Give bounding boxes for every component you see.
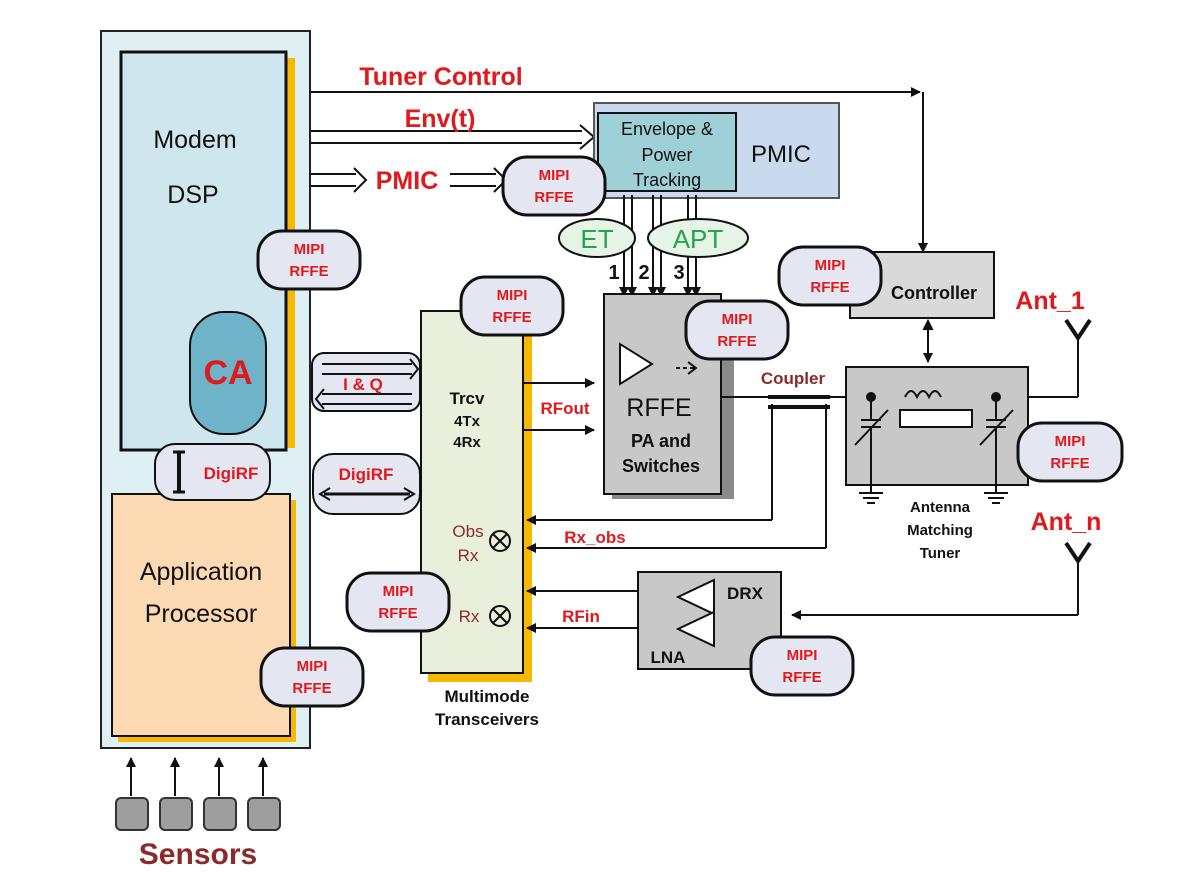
pmic-signal-label: PMIC — [376, 167, 439, 195]
digirf-right-bus — [318, 487, 416, 501]
sensor-1 — [115, 797, 149, 831]
svg-text:MIPI: MIPI — [539, 167, 570, 184]
svg-text:MIPI: MIPI — [294, 241, 325, 258]
mipi-rffe-badge-drx: MIPI RFFE — [749, 635, 855, 697]
mipi-rffe-badge-controller: MIPI RFFE — [777, 245, 883, 307]
rx-mixer-icon — [489, 605, 511, 627]
supply-num-1: 1 — [608, 262, 619, 284]
sensor-group — [115, 757, 281, 831]
rx-label: Rx — [459, 607, 480, 626]
trcv-label-line2: 4Tx — [454, 413, 481, 430]
antenna-n-icon — [1064, 541, 1092, 565]
svg-text:RFFE: RFFE — [1050, 455, 1089, 472]
svg-text:RFFE: RFFE — [492, 309, 531, 326]
multimode-label-line1: Multimode — [445, 687, 530, 706]
svg-text:MIPI: MIPI — [815, 257, 846, 274]
lna-icon-1 — [675, 578, 715, 616]
trcv-label-line1: Trcv — [450, 389, 486, 408]
svg-text:RFFE: RFFE — [292, 680, 331, 697]
mipi-rffe-badge-app: MIPI RFFE — [259, 646, 365, 708]
ground-icon-right — [984, 492, 1008, 504]
et-ellipse — [558, 218, 636, 258]
iq-bus — [311, 352, 421, 412]
pa-amplifier-icon — [619, 342, 654, 386]
env-label-line2: Power — [641, 145, 692, 165]
digirf-right-label: DigiRF — [339, 465, 394, 484]
sensors-label: Sensors — [139, 838, 257, 871]
antn-label: Ant_n — [1031, 508, 1102, 536]
rx-obs-label: Rx_obs — [564, 528, 625, 547]
apt-ellipse — [647, 218, 749, 258]
tuner-control-label: Tuner Control — [359, 63, 522, 91]
rfout-label: RFout — [540, 399, 589, 418]
trcv-label-line3: 4Rx — [453, 434, 481, 451]
tuner-label-line3: Tuner — [920, 545, 961, 562]
ca-block — [189, 311, 267, 435]
tuner-circuit — [854, 390, 1014, 492]
digirf-left-box — [154, 443, 271, 501]
svg-text:MIPI: MIPI — [1055, 433, 1086, 450]
envt-label: Env(t) — [405, 105, 476, 133]
rfin-label: RFin — [562, 607, 600, 626]
modem-label: Modem — [153, 126, 236, 154]
application-processor-block — [111, 493, 291, 737]
env-label-line3: Tracking — [633, 170, 701, 190]
svg-text:MIPI: MIPI — [383, 583, 414, 600]
digirf-right-box — [312, 453, 421, 515]
antenna-1-icon — [1064, 318, 1092, 342]
svg-text:MIPI: MIPI — [297, 658, 328, 675]
sensor-2 — [159, 797, 193, 831]
mipi-rffe-badge-trcv-bottom: MIPI RFFE — [345, 571, 451, 633]
obs-mixer-icon — [489, 530, 511, 552]
svg-text:RFFE: RFFE — [289, 263, 328, 280]
digirf-left-label: DigiRF — [204, 464, 259, 483]
iq-label: I & Q — [343, 375, 383, 394]
app-label-line2: Processor — [145, 600, 258, 628]
dsp-label: DSP — [167, 181, 218, 209]
svg-text:RFFE: RFFE — [534, 189, 573, 206]
ground-icon-left — [859, 492, 883, 504]
controller-label: Controller — [891, 283, 977, 303]
svg-text:RFFE: RFFE — [378, 605, 417, 622]
tuner-label-line2: Matching — [907, 522, 973, 539]
supply-num-3: 3 — [673, 262, 684, 284]
lna-icon-2 — [675, 610, 715, 648]
env-label-line1: Envelope & — [621, 119, 713, 139]
svg-text:MIPI: MIPI — [787, 647, 818, 664]
mipi-rffe-badge-tuner: MIPI RFFE — [1016, 421, 1124, 483]
mipi-rffe-badge-trcv-top: MIPI RFFE — [459, 275, 565, 337]
pmic-arrow-2 — [450, 167, 508, 193]
mipi-rffe-badge-modem: MIPI RFFE — [256, 229, 362, 291]
svg-text:RFFE: RFFE — [782, 669, 821, 686]
drx-label: DRX — [727, 584, 764, 603]
envelope-tracking-block — [597, 112, 737, 192]
ca-label: CA — [203, 354, 252, 392]
mipi-rffe-badge-pa: MIPI RFFE — [684, 299, 790, 361]
apt-label: APT — [673, 224, 724, 254]
lna-label: LNA — [651, 648, 686, 667]
tuner-label-line1: Antenna — [910, 499, 971, 516]
pa-label-line1: PA and — [631, 431, 691, 451]
multimode-label-line2: Transceivers — [435, 710, 539, 729]
mipi-rffe-badge-pmic: MIPI RFFE — [501, 155, 607, 217]
pmic-arrow-1 — [310, 167, 368, 193]
obs-label-line1: Obs — [452, 522, 483, 541]
pmic-block-label: PMIC — [751, 141, 811, 168]
sensor-4 — [247, 797, 281, 831]
pa-label-line2: Switches — [622, 456, 700, 476]
ant1-label: Ant_1 — [1015, 287, 1085, 315]
sensor-3 — [203, 797, 237, 831]
svg-text:MIPI: MIPI — [722, 311, 753, 328]
et-label: ET — [580, 224, 613, 254]
svg-text:RFFE: RFFE — [810, 279, 849, 296]
coupler-line-2 — [768, 405, 830, 409]
rffe-title: RFFE — [626, 394, 691, 422]
svg-text:MIPI: MIPI — [497, 287, 528, 304]
obs-label-line2: Rx — [458, 546, 479, 565]
svg-text:RFFE: RFFE — [717, 333, 756, 350]
app-label-line1: Application — [140, 558, 262, 586]
supply-num-2: 2 — [638, 262, 649, 284]
coupler-label: Coupler — [761, 369, 826, 388]
